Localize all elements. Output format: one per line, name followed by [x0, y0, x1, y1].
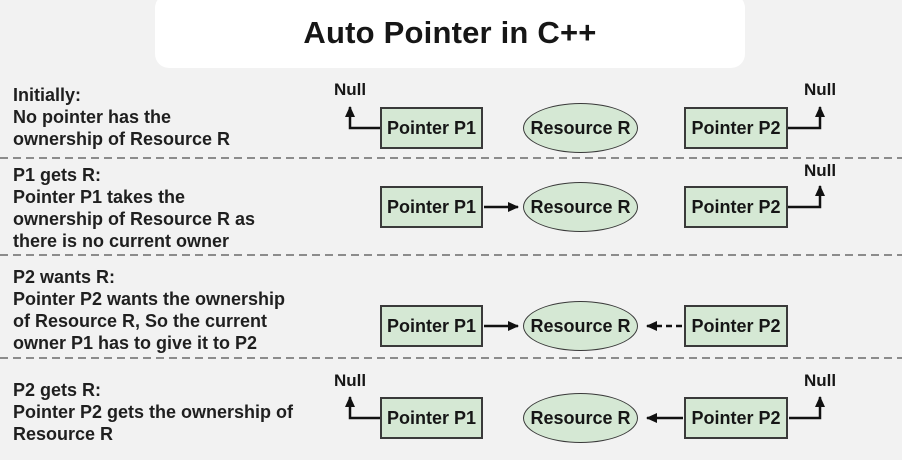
caption-line: of Resource R, So the current: [13, 311, 268, 331]
null-label-p1-row1: Null: [333, 80, 367, 99]
caption-line: P2 gets R:: [13, 380, 102, 400]
caption-line: Pointer P1 takes the: [13, 187, 186, 207]
null-label-p2-row1: Null: [803, 80, 837, 99]
caption-line: ownership of Resource R: [13, 129, 231, 149]
pointer-p1-box-row3: Pointer P1: [380, 305, 483, 347]
null-label-p1-row4: Null: [333, 371, 367, 390]
caption-line: Pointer P2 wants the ownership: [13, 289, 286, 309]
null-arrow-p2-row4: [789, 396, 825, 420]
resource-ellipse-row4: Resource R: [523, 393, 638, 443]
title-card: Auto Pointer in C++: [155, 0, 745, 68]
caption-line: P2 wants R:: [13, 267, 116, 287]
caption-line: Pointer P2 gets the ownership of: [13, 402, 294, 422]
caption-line: Initially:: [13, 85, 82, 105]
pointer-p2-box-row2: Pointer P2: [684, 186, 788, 228]
resource-ellipse-row3: Resource R: [523, 301, 638, 351]
null-label-p2-row2: Null: [803, 161, 837, 180]
pointer-p2-box-row4: Pointer P2: [684, 397, 788, 439]
pointer-p1-box-row4: Pointer P1: [380, 397, 483, 439]
caption-line: P1 gets R:: [13, 165, 102, 185]
resource-ellipse-row2: Resource R: [523, 182, 638, 232]
pointer-p2-box-row3: Pointer P2: [684, 305, 788, 347]
pointer-p1-box-row2: Pointer P1: [380, 186, 483, 228]
null-arrow-p1-row1: [345, 106, 380, 130]
null-arrow-p1-row4: [345, 396, 380, 420]
caption-line: No pointer has the: [13, 107, 172, 127]
caption-line: there is no current owner: [13, 231, 230, 251]
caption-line: ownership of Resource R as: [13, 209, 256, 229]
pointer-p1-box-row1: Pointer P1: [380, 107, 483, 149]
resource-ellipse-row1: Resource R: [523, 103, 638, 153]
null-label-p2-row4: Null: [803, 371, 837, 390]
caption-row3: P2 wants R: Pointer P2 wants the ownersh…: [13, 266, 285, 354]
page-title: Auto Pointer in C++: [303, 15, 597, 50]
null-arrow-p2-row1: [788, 106, 825, 130]
pointer-p2-box-row1: Pointer P2: [684, 107, 788, 149]
caption-line: owner P1 has to give it to P2: [13, 333, 258, 353]
caption-row1: Initially: No pointer has the ownership …: [13, 84, 230, 150]
caption-row4: P2 gets R: Pointer P2 gets the ownership…: [13, 379, 293, 445]
caption-row2: P1 gets R: Pointer P1 takes the ownershi…: [13, 164, 255, 252]
null-arrow-p2-row2: [788, 185, 825, 209]
caption-line: Resource R: [13, 424, 114, 444]
